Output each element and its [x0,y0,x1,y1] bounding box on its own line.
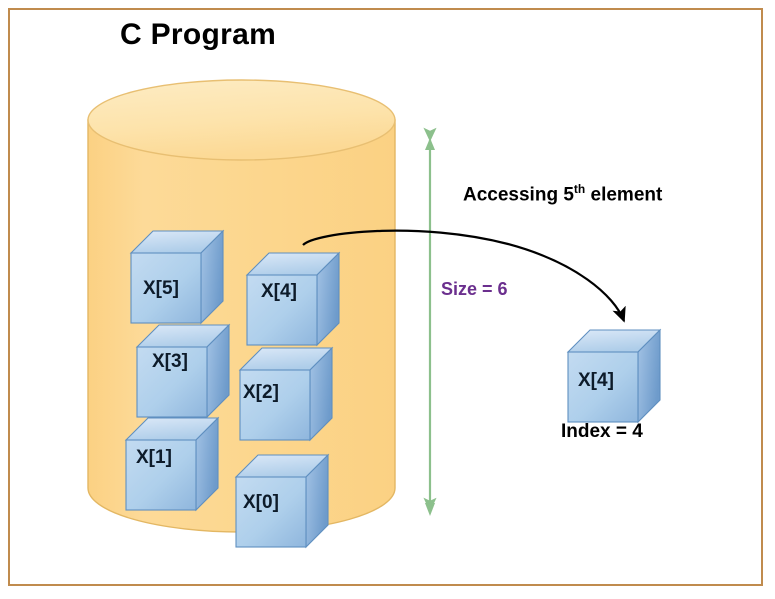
cube-x0 [234,453,330,549]
accessing-annotation: Accessing 5th element [463,182,662,206]
cube-x4-accessed [566,328,662,424]
cube-x5 [129,229,225,325]
index-label: Index = 4 [561,421,643,442]
size-arrow [423,127,437,516]
page-title: C Program [120,18,277,51]
cube-x4-inner [245,251,341,347]
accessing-prefix: Accessing 5 [463,184,574,206]
accessing-superscript: th [573,182,586,196]
cube-x1 [124,416,220,512]
cube-x3 [135,323,231,419]
accessing-suffix: element [585,184,663,206]
size-label: Size = 6 [441,279,508,299]
cube-x2 [238,346,334,442]
cylinder-top [87,79,396,161]
access-arrow [302,229,626,323]
